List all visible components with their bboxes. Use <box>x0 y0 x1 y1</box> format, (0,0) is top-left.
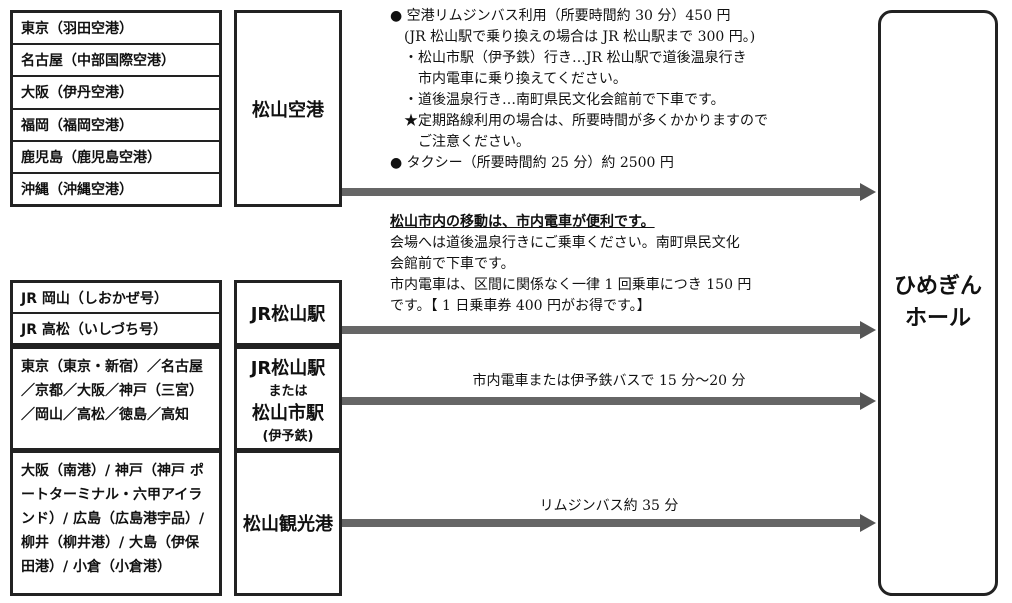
origin-item: 名古屋（中部国際空港） <box>13 45 219 78</box>
note-line: です。【 1 日乗車券 400 円がお得です。】 <box>390 298 651 314</box>
hub-matsuyama-airport: 松山空港 <box>234 10 342 207</box>
hub-jr-or-shieki: JR松山駅 または 松山市駅 (伊予鉄) <box>234 346 342 451</box>
origin-item: 東京（羽田空港） <box>13 13 219 46</box>
destination-line: ホール <box>904 306 971 331</box>
ferry-origins-text: 大阪（南港）/ 神戸（神戸 ポートターミナル・六甲アイランド）/ 広島（広島港宇… <box>21 463 205 575</box>
hub-matsuyama-port: 松山観光港 <box>234 450 342 596</box>
hub-label-sub: (伊予鉄) <box>262 428 314 444</box>
ferry-route-label: リムジンバス約 35 分 <box>539 498 679 514</box>
arrowhead-icon <box>860 183 876 201</box>
arrow-bus-to-hall <box>342 392 876 410</box>
destination-himegin-hall: ひめぎん ホール <box>878 10 998 596</box>
note-line: (JR 松山駅で乗り換えの場合は JR 松山駅まで 300 円。) <box>390 29 756 45</box>
note-line: 会場へは道後温泉行きにご乗車ください。南町県民文化 <box>390 235 740 251</box>
hub-label: JR松山駅 <box>250 304 326 325</box>
arrowhead-icon <box>860 514 876 532</box>
destination-line: ひめぎん <box>893 274 982 299</box>
note-line: ご注意ください。 <box>390 134 530 150</box>
hub-jr-matsuyama: JR松山駅 <box>234 280 342 346</box>
arrowhead-icon <box>860 392 876 410</box>
note-line: ・松山市駅（伊予鉄）行き…JR 松山駅で道後温泉行き <box>390 50 747 66</box>
arrow-ferry-to-hall <box>342 514 876 532</box>
origin-item: JR 岡山（しおかぜ号） <box>13 283 219 314</box>
note-line: ● タクシー（所要時間約 25 分）約 2500 円 <box>390 155 674 171</box>
airport-notes: ● 空港リムジンバス利用（所要時間約 30 分）450 円 (JR 松山駅で乗り… <box>390 6 874 174</box>
origin-item: JR 高松（いしづち号） <box>21 321 168 338</box>
origin-item: 大阪（伊丹空港） <box>13 77 219 110</box>
airport-origins-list: 東京（羽田空港） 名古屋（中部国際空港） 大阪（伊丹空港） 福岡（福岡空港） 鹿… <box>10 10 222 207</box>
hub-label: 松山市駅 <box>252 402 324 424</box>
note-line: ● 空港リムジンバス利用（所要時間約 30 分）450 円 <box>390 8 731 24</box>
hub-label: 松山観光港 <box>243 514 333 535</box>
bus-origins-text: 東京（東京・新宿）／名古屋／京都／大阪／神戸（三宮）／岡山／高松／徳島／高知 <box>21 359 203 423</box>
bus-route-label: 市内電車または伊予鉄バスで 15 分〜20 分 <box>472 373 746 389</box>
tram-heading: 松山市内の移動は、市内電車が便利です。 <box>390 214 655 230</box>
origin-item: 福岡（福岡空港） <box>13 110 219 142</box>
origin-item: 沖縄（沖縄空港） <box>21 181 133 198</box>
arrowhead-icon <box>860 321 876 339</box>
arrow-jr-to-hall <box>342 321 876 339</box>
note-line: ★定期路線利用の場合は、所要時間が多くかかりますので <box>390 113 768 129</box>
hub-label-or: または <box>268 383 308 399</box>
note-line: 会館前で下車です。 <box>390 256 515 272</box>
jr-origins-list: JR 岡山（しおかぜ号） JR 高松（いしづち号） <box>10 280 222 346</box>
arrow-airport-to-hall <box>342 183 876 201</box>
note-line: 市内電車に乗り換えてください。 <box>390 71 627 87</box>
origin-item: 鹿児島（鹿児島空港） <box>13 142 219 174</box>
hub-label: JR松山駅 <box>250 357 326 379</box>
jr-notes: 松山市内の移動は、市内電車が便利です。会場へは道後温泉行きにご乗車ください。南町… <box>390 212 874 317</box>
hub-label: 松山空港 <box>252 99 324 121</box>
note-line: ・道後温泉行き…南町県民文化会館前で下車です。 <box>390 92 725 108</box>
ferry-origins: 大阪（南港）/ 神戸（神戸 ポートターミナル・六甲アイランド）/ 広島（広島港宇… <box>10 450 222 596</box>
note-line: 市内電車は、区間に関係なく一律 1 回乗車につき 150 円 <box>390 277 752 293</box>
bus-origins: 東京（東京・新宿）／名古屋／京都／大阪／神戸（三宮）／岡山／高松／徳島／高知 <box>10 346 222 451</box>
